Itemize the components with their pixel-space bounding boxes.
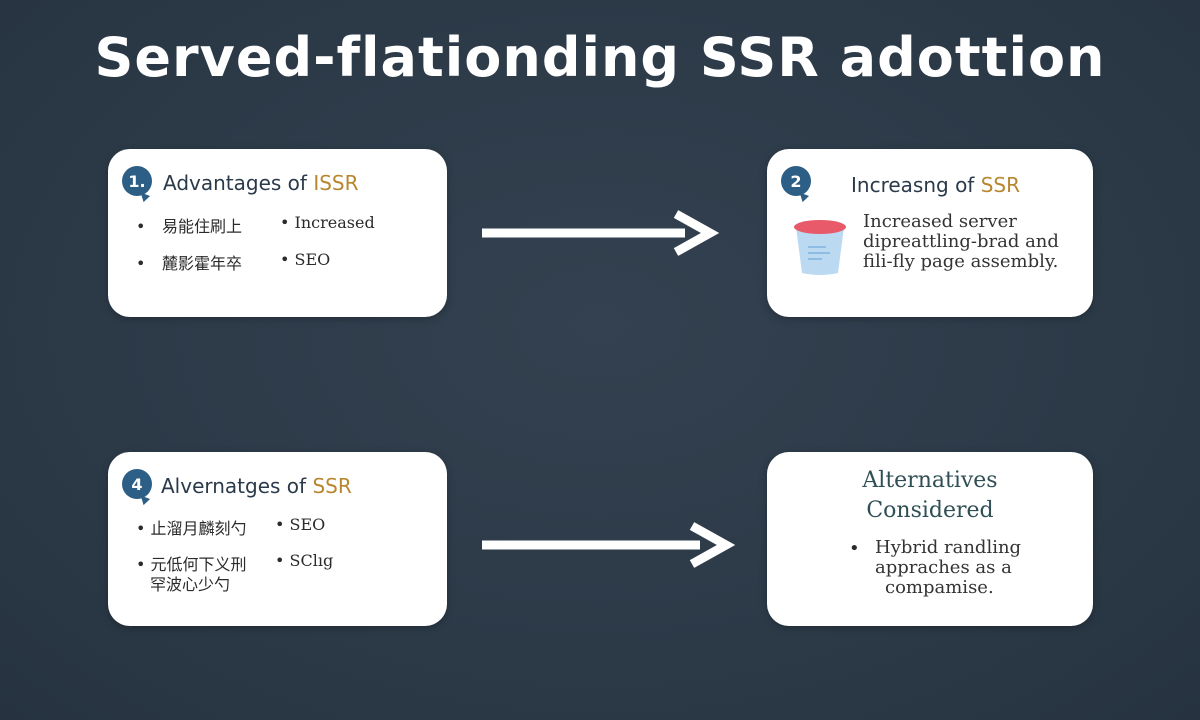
- title-line: Alternatives: [862, 468, 998, 493]
- card-title-increasing: Increasng of SSR: [851, 173, 1020, 197]
- card-increasing: 2 Increasng of SSR Increased server dipr…: [767, 149, 1093, 317]
- bullet-text: SEO: [294, 250, 331, 269]
- bullet-text: Increased: [294, 213, 375, 232]
- body-line: dipreattling-brad and: [863, 231, 1059, 252]
- card-title-advantages: Advantages of ISSR: [163, 171, 359, 195]
- bullet-text: 元低何下义刑: [150, 555, 247, 574]
- bullet-text-continued: 罕波心少勺: [150, 575, 231, 594]
- bullet-item: • 止溜月麟刻勺: [136, 519, 247, 538]
- card-title-accent: SSR: [312, 474, 352, 498]
- body-line: appraches as a: [875, 557, 1012, 578]
- card-title-accent: ISSR: [313, 171, 359, 195]
- bullet-item: • 元低何下义刑: [136, 555, 247, 574]
- body-line: Increased server: [863, 211, 1017, 232]
- card-title-main: Advantages of: [163, 171, 314, 195]
- card-advantages: 1. Advantages of ISSR •易能住刷上 • Increased…: [108, 149, 447, 317]
- card-title-main: Alvernatges of: [161, 474, 313, 498]
- arrow-right-icon: [482, 210, 720, 256]
- bullet-item: • SClıg: [275, 551, 334, 570]
- body-line: Hybrid randling: [875, 537, 1022, 558]
- bullet-item: • SEO: [280, 250, 331, 269]
- bullet-text: 易能住刷上: [162, 217, 243, 236]
- card-title-main: Increasng of: [851, 173, 981, 197]
- bullet-text: 麓影霍年卒: [162, 254, 243, 273]
- card-title-alternatives: Alternatives Considered: [767, 466, 1093, 526]
- body-line: compamise.: [885, 577, 994, 598]
- card-alternatives-considered: Alternatives Considered • Hybrid randlin…: [767, 452, 1093, 626]
- body-line: fili-fly page assembly.: [863, 251, 1059, 272]
- step-badge-1: 1.: [122, 166, 152, 196]
- card-title-alvernatges: Alvernatges of SSR: [161, 474, 352, 498]
- bullet-item: •麓影霍年卒: [136, 254, 243, 273]
- bullet-item: • SEO: [275, 515, 326, 534]
- title-line: Considered: [866, 498, 994, 523]
- bullet-dot: •: [849, 538, 860, 559]
- card-alternatives-ssr: 4 Alvernatges of SSR • 止溜月麟刻勺 • SEO • 元低…: [108, 452, 447, 626]
- bullet-item: •易能住刷上: [136, 217, 243, 236]
- card-title-accent: SSR: [980, 173, 1020, 197]
- bullet-item: • Increased: [280, 213, 375, 232]
- arrow-right-icon: [482, 522, 736, 568]
- card-body: Increased server dipreattling-brad and f…: [863, 212, 1059, 272]
- bucket-icon: [794, 220, 846, 275]
- step-badge-2: 2: [781, 166, 811, 196]
- card-body: Hybrid randling appraches as a compamise…: [875, 538, 1021, 598]
- bullet-text: SClıg: [289, 551, 334, 570]
- step-badge-4: 4: [122, 469, 152, 499]
- bullet-text: SEO: [289, 515, 326, 534]
- page-title: Served-flationding SSR adottion: [94, 26, 1106, 89]
- bullet-text: 止溜月麟刻勺: [150, 519, 247, 538]
